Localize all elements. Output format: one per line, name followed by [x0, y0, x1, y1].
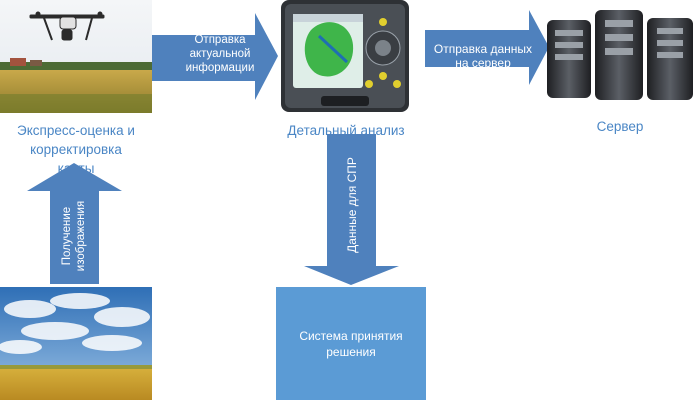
sky-field-image	[0, 287, 152, 400]
data-dss-label: Данные для СПР	[344, 157, 359, 253]
decision-box-line-1: Система принятия	[299, 328, 403, 343]
decision-box-line-2: решения	[326, 344, 376, 359]
send-info-arrow	[152, 13, 278, 100]
drone-caption-line-2: корректировка	[30, 142, 122, 157]
drone-field-image	[0, 0, 152, 113]
drone-caption-line-1: Экспресс-оценка и	[17, 123, 135, 138]
data-dss-arrow	[304, 134, 399, 285]
send-server-arrow	[425, 10, 549, 85]
send-info-label-line-3: информации	[185, 62, 255, 74]
server-caption: Сервер	[596, 119, 644, 134]
get-image-label-line-2: изображения	[75, 200, 87, 272]
get-image-label-line-1: Получение	[61, 206, 73, 266]
server-image	[545, 6, 695, 102]
send-info-label-line-2: актуальной	[189, 48, 251, 60]
handheld-device-image	[281, 0, 409, 112]
decision-system-box: Система принятия решения	[276, 287, 426, 400]
get-image-arrow	[27, 163, 122, 284]
send-server-label-line-2: на сервер	[455, 56, 511, 70]
send-server-label-line-1: Отправка данных	[433, 42, 533, 56]
send-info-label-line-1: Отправка	[194, 34, 246, 46]
